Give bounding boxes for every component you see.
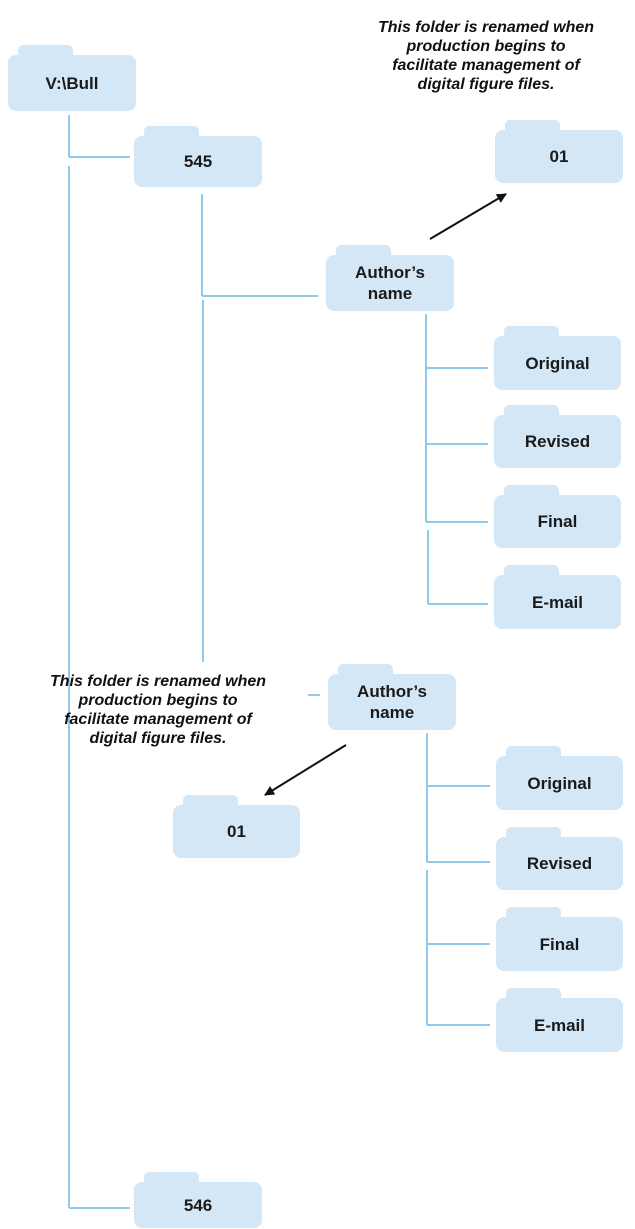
folder-author-1-email[interactable]: E-mail — [494, 565, 621, 629]
folder-author-2-email[interactable]: E-mail — [496, 988, 623, 1052]
folder-author-1-revised[interactable]: Revised — [494, 405, 621, 468]
folder-546-label: 546 — [134, 1182, 262, 1228]
annotation-note-1: This folder is renamed when production b… — [377, 19, 595, 93]
folder-root[interactable]: V:\Bull — [8, 45, 136, 111]
subfolder-label: Revised — [494, 415, 621, 468]
folder-author-1[interactable]: Author’s name — [326, 245, 454, 311]
folder-546[interactable]: 546 — [134, 1172, 262, 1228]
subfolder-label: E-mail — [494, 575, 621, 629]
folder-author-2-label: Author’s name — [328, 674, 456, 730]
folder-author-1-original[interactable]: Original — [494, 326, 621, 390]
folder-author-1-label: Author’s name — [326, 255, 454, 311]
arrow-to-renamed-folder-1 — [429, 193, 507, 240]
folder-renamed-01-top-label: 01 — [495, 130, 623, 183]
folder-author-1-final[interactable]: Final — [494, 485, 621, 548]
subfolder-label: Original — [496, 756, 623, 810]
subfolder-label: Final — [494, 495, 621, 548]
folder-root-label: V:\Bull — [8, 55, 136, 111]
folder-545-label: 545 — [134, 136, 262, 187]
folder-545[interactable]: 545 — [134, 126, 262, 187]
subfolder-label: E-mail — [496, 998, 623, 1052]
annotation-note-2: This folder is renamed when production b… — [49, 673, 267, 747]
arrow-to-renamed-folder-2 — [264, 744, 347, 796]
folder-renamed-01-top[interactable]: 01 — [495, 120, 623, 183]
folder-author-2-revised[interactable]: Revised — [496, 827, 623, 890]
folder-author-2-final[interactable]: Final — [496, 907, 623, 971]
subfolder-label: Original — [494, 336, 621, 390]
folder-author-2-original[interactable]: Original — [496, 746, 623, 810]
subfolder-label: Final — [496, 917, 623, 971]
subfolder-label: Revised — [496, 837, 623, 890]
folder-author-2[interactable]: Author’s name — [328, 664, 456, 730]
folder-renamed-01-bottom-label: 01 — [173, 805, 300, 858]
folder-renamed-01-bottom[interactable]: 01 — [173, 795, 300, 858]
